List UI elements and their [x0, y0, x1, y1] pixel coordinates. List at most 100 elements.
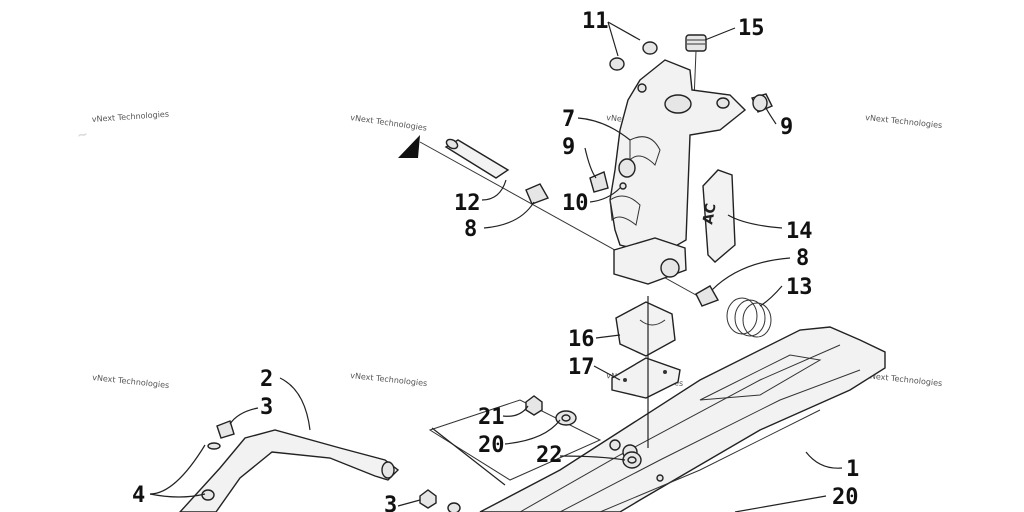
- callout-16: 16: [568, 327, 595, 352]
- watermark-1: ~ vNext Technologies: [76, 110, 170, 144]
- cap-body: [685, 34, 707, 52]
- spring-coil: [726, 297, 758, 335]
- callout-10: 10: [562, 191, 589, 216]
- spring-coil: [734, 299, 766, 337]
- handle-2: [179, 429, 400, 512]
- leader-14: [727, 214, 783, 229]
- spindle-arm-hole: [716, 97, 730, 109]
- watermark-2: vNext Technologies: [350, 113, 428, 133]
- bushing-8-right: [695, 285, 720, 307]
- callout-9-left: 9: [562, 135, 575, 160]
- leader-10: [589, 187, 621, 203]
- callout-1: 1: [846, 457, 859, 482]
- leader-17: [593, 365, 621, 381]
- bracket-17: [611, 357, 681, 399]
- leader-20: [734, 495, 827, 512]
- callout-17: 17: [568, 355, 595, 380]
- bushing-body: [695, 285, 720, 307]
- pad-16: [615, 301, 676, 357]
- nut: [609, 57, 625, 71]
- leader-8: [483, 201, 535, 229]
- leader-3: [229, 407, 259, 425]
- callout-3-top: 3: [260, 395, 273, 420]
- bushing-body: [525, 183, 550, 205]
- washer-20: [555, 410, 577, 426]
- spring-coil: [742, 302, 772, 338]
- callout-21: 21: [478, 405, 505, 430]
- callout-8-left: 8: [464, 217, 477, 242]
- handle-bore: [381, 461, 395, 479]
- cap-15: [685, 34, 707, 101]
- callout-8-right: 8: [796, 246, 809, 271]
- mount-hole: [656, 474, 664, 482]
- block-bore: [660, 258, 680, 278]
- bushing-8-left: [525, 183, 550, 205]
- callout-7: 7: [562, 107, 575, 132]
- spindle-top-bore: [664, 94, 692, 114]
- leader-mount: [431, 427, 506, 486]
- decal-14: AC: [700, 169, 736, 263]
- spindle-7: [609, 59, 747, 256]
- leader-9: [584, 147, 597, 179]
- callout-2: 2: [260, 367, 273, 392]
- callout-15: 15: [738, 16, 765, 41]
- watermark-text: vNext Technologies: [865, 113, 943, 130]
- leader-4: [149, 493, 206, 498]
- watermark-ghost-text: ~: [76, 127, 90, 144]
- bushing-body: [589, 171, 609, 193]
- washer: [642, 41, 658, 55]
- watermark-text: vNext Technologies: [350, 113, 428, 133]
- ski-ridge-line: [599, 409, 821, 512]
- callout-22: 22: [536, 443, 563, 468]
- callout-3-bottom: 3: [384, 493, 397, 512]
- handle-body: [179, 429, 400, 512]
- spindle-side-bore: [618, 158, 636, 178]
- bushing-3: [207, 420, 235, 450]
- leader-13: [759, 285, 783, 307]
- callout-12: 12: [454, 191, 481, 216]
- spindle-lower-cutout: [609, 195, 641, 226]
- leader-20: [504, 419, 561, 445]
- nut-21: [525, 395, 543, 416]
- ski-spindle-mount: [428, 399, 602, 481]
- nut-body: [419, 489, 437, 509]
- ski-body-part: [428, 326, 886, 512]
- callout-11: 11: [582, 9, 609, 34]
- leader-16: [595, 334, 621, 339]
- bolt-10: [619, 182, 627, 190]
- front-arrow-top: [398, 135, 420, 158]
- callout-9-right: 9: [780, 115, 793, 140]
- leader-12: [481, 179, 507, 201]
- spring-13: [726, 297, 772, 338]
- callout-13: 13: [786, 275, 813, 300]
- callout-labels: 11 15 7 9 9 12 10 8 1 4 8 13 16 17 2 3 21…: [132, 9, 859, 512]
- leader-9: [765, 107, 777, 125]
- leader-2: [279, 377, 311, 431]
- leader-15: [704, 27, 736, 41]
- bushing-9-left: [589, 171, 609, 193]
- nut-body: [525, 395, 543, 416]
- leader-lines: [149, 21, 843, 512]
- pad-body: [615, 301, 676, 357]
- nut-3-bottom: [419, 489, 461, 512]
- leader-4: [149, 444, 206, 495]
- leader-3: [397, 499, 421, 507]
- callout-4: 4: [132, 483, 145, 508]
- nut-11: [609, 41, 658, 71]
- decal-body: [702, 169, 736, 263]
- handle-bore: [201, 489, 215, 501]
- callout-20-left: 20: [478, 433, 505, 458]
- callout-20-right: 20: [832, 485, 859, 510]
- watermark-text: vNext Technologies: [92, 110, 170, 124]
- leader-11: [607, 21, 641, 41]
- watermark-5: vNext Technologies: [92, 373, 170, 390]
- leader-7: [577, 117, 631, 141]
- ski-slot: [699, 354, 822, 401]
- mount-hole: [609, 439, 621, 451]
- leader-22: [559, 455, 626, 461]
- pad-groove: [639, 319, 666, 326]
- shaft-12: [444, 138, 510, 179]
- bushing-9-right: [751, 93, 773, 113]
- washer-22: [622, 451, 642, 469]
